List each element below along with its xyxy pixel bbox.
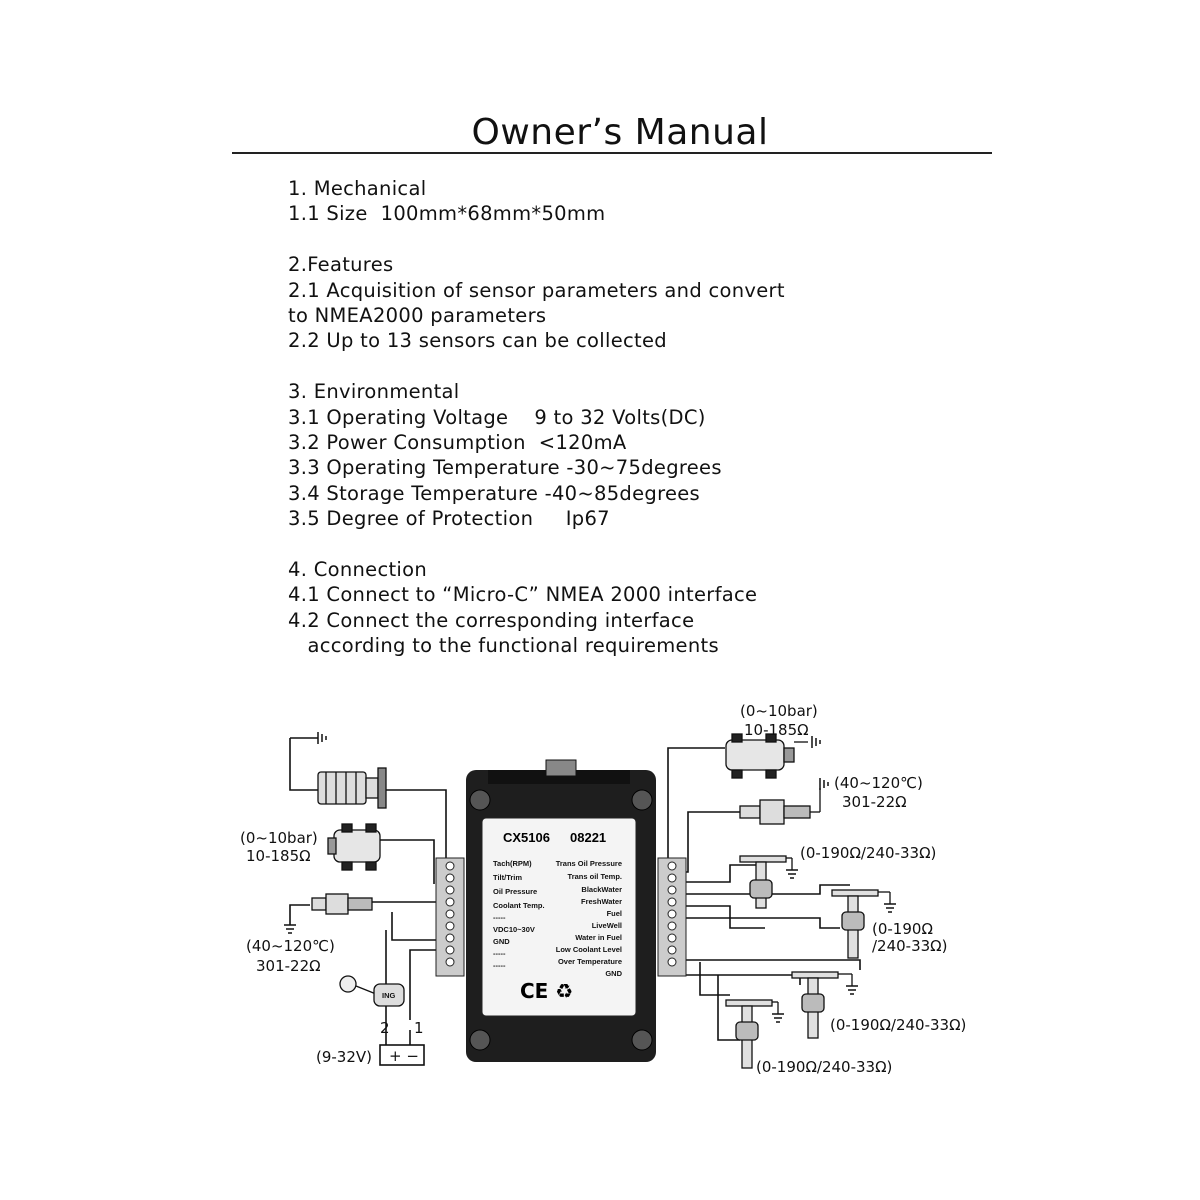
port-right: Water in Fuel (575, 933, 622, 942)
port-right: Over Temperature (558, 957, 622, 966)
ignition-switch (339, 975, 405, 1007)
right-pressure-res: 10-185Ω (744, 721, 809, 739)
section-line: 3.3 Operating Temperature -30~75degrees (288, 456, 722, 480)
section-heading: 1. Mechanical (288, 177, 427, 200)
level-label-2b: /240-33Ω) (872, 937, 948, 955)
page-title: Owner’s Manual (471, 112, 769, 153)
section-line: 3.1 Operating Voltage 9 to 32 Volts(DC) (288, 405, 706, 429)
model-label: CX5106 (503, 830, 550, 845)
section-line: to NMEA2000 parameters (288, 303, 547, 327)
battery (379, 1030, 425, 1066)
left-pressure-range: (0~10bar) (240, 829, 318, 847)
left-temp-res: 301-22Ω (256, 957, 321, 975)
battery-sign: + − (389, 1047, 419, 1065)
level-label-3: (0-190Ω/240-33Ω) (830, 1016, 966, 1034)
oil-pressure-sender (327, 823, 381, 871)
section-heading: 2.Features (288, 253, 394, 277)
port-right: Low Coolant Level (556, 945, 622, 954)
section-heading: 3. Environmental (288, 380, 460, 404)
port-left: Tilt/Trim (493, 873, 522, 882)
left-pressure-res: 10-185Ω (246, 847, 311, 865)
section-line: 3.5 Degree of Protection Ip67 (288, 507, 610, 531)
cx5106-module (435, 759, 687, 1062)
manual-body: 1. Mechanical 1.1 Size 100mm*68mm*50mm 2… (288, 176, 785, 658)
level-sender (725, 999, 779, 1069)
cert-marks: CE ♻ (520, 979, 573, 1003)
right-pressure-range: (0~10bar) (740, 702, 818, 720)
section-line: 3.4 Storage Temperature -40~85degrees (288, 481, 701, 505)
wire-1-label: 1 (414, 1019, 424, 1037)
section-line: 4.1 Connect to “Micro-C” NMEA 2000 inter… (288, 583, 758, 607)
port-right: FreshWater (581, 897, 622, 906)
level-label-1: (0-190Ω/240-33Ω) (800, 844, 936, 862)
level-label-4: (0-190Ω/240-33Ω) (756, 1058, 892, 1076)
port-right: BlackWater (581, 885, 622, 894)
port-left: ----- (493, 949, 506, 958)
section-line: 2.1 Acquisition of sensor parameters and… (288, 278, 785, 302)
port-left: VDC10~30V (493, 925, 535, 934)
wire-2-label: 2 (380, 1019, 390, 1037)
port-left: Tach(RPM) (493, 859, 532, 868)
section-line: 1.1 Size 100mm*68mm*50mm (288, 202, 606, 226)
port-right: LiveWell (592, 921, 622, 930)
trans-oil-pressure-sender (725, 733, 808, 779)
level-sender (791, 971, 853, 1039)
trans-oil-temp-sender (739, 788, 821, 825)
section-line: 4.2 Connect the corresponding interface (288, 608, 695, 632)
port-right: GND (605, 969, 622, 978)
port-right: Trans Oil Pressure (556, 859, 622, 868)
level-label-2a: (0-190Ω (872, 920, 933, 938)
section-line: 2.2 Up to 13 sensors can be collected (288, 329, 667, 353)
right-temp-res: 301-22Ω (842, 793, 907, 811)
port-left: ----- (493, 961, 506, 970)
port-left: Oil Pressure (493, 887, 537, 896)
coolant-temp-sender (311, 893, 373, 915)
level-sender (739, 855, 793, 909)
section-line: according to the functional requirements (288, 634, 719, 658)
rpm-sensor (317, 767, 387, 809)
section-heading: 4. Connection (288, 557, 428, 581)
ign-label: ING (382, 991, 396, 1000)
level-sender (831, 889, 891, 959)
battery-label: (9-32V) (316, 1048, 372, 1066)
title-rule (232, 152, 992, 154)
section-line: 3.2 Power Consumption <120mA (288, 430, 627, 454)
port-left: ----- (493, 913, 506, 922)
port-left: GND (493, 937, 510, 946)
left-temp-range: (40~120℃) (246, 937, 335, 955)
code-label: 08221 (570, 830, 606, 845)
port-right: Fuel (607, 909, 622, 918)
port-right: Trans oil Temp. (568, 872, 622, 881)
right-temp-range: (40~120℃) (834, 774, 923, 792)
port-left: Coolant Temp. (493, 901, 545, 910)
